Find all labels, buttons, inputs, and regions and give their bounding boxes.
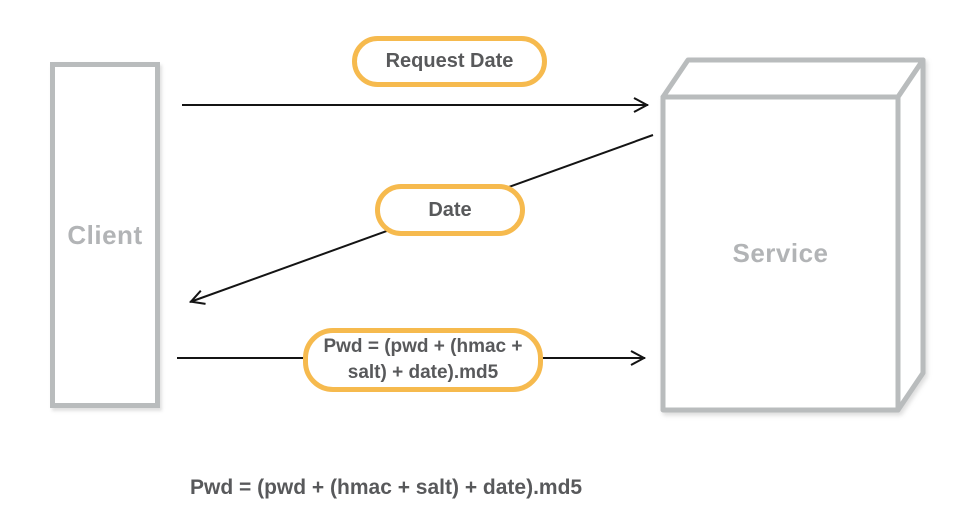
message-label-date: Date bbox=[428, 198, 472, 221]
message-pill-request-date: Request Date bbox=[352, 36, 547, 87]
message-pill-pwd: Pwd = (pwd + (hmac + salt) + date).md5 bbox=[303, 328, 543, 392]
client-node: Client bbox=[50, 62, 160, 408]
message-label-request-date: Request Date bbox=[385, 50, 514, 72]
service-box-front-face bbox=[660, 94, 901, 413]
message-label-pwd: Pwd = (pwd + (hmac + salt) + date).md5 bbox=[323, 336, 523, 383]
formula-caption: Pwd = (pwd + (hmac + salt) + date).md5 bbox=[190, 476, 583, 499]
service-box-top-face bbox=[660, 57, 926, 100]
client-node-label: Client bbox=[67, 219, 143, 250]
service-box-right-face bbox=[895, 57, 926, 413]
service-node-shape bbox=[660, 57, 926, 413]
message-pill-date: Date bbox=[375, 184, 525, 236]
